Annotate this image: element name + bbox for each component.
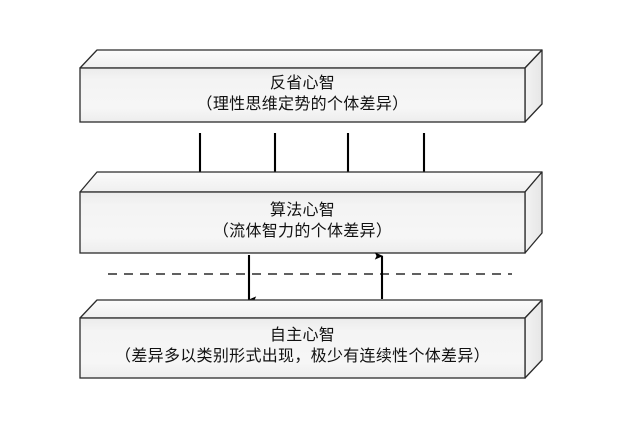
box-top-face	[79, 49, 543, 69]
label-autonomous-mind: 自主心智 （差异多以类别形式出现，极少有连续性个体差异）	[80, 324, 525, 366]
connector-group-algorithmic-to-autonomous	[247, 252, 384, 304]
box-algorithmic-mind	[79, 171, 543, 254]
box-reflective-mind	[79, 49, 543, 123]
box-top-face	[79, 171, 543, 193]
box-autonomous-mind	[79, 299, 543, 379]
autonomous-mind-subtitle: （差异多以类别形式出现，极少有连续性个体差异）	[115, 346, 490, 366]
box-front-face	[79, 191, 526, 254]
reflective-mind-title: 反省心智	[269, 73, 336, 92]
box-front-face	[79, 67, 526, 123]
box-front-face	[79, 317, 526, 379]
box-top-face	[79, 299, 543, 319]
reflective-mind-subtitle: （理性思维定势的个体差异）	[196, 94, 409, 114]
algorithmic-mind-subtitle: （流体智力的个体差异）	[212, 221, 393, 241]
label-reflective-mind: 反省心智 （理性思维定势的个体差异）	[80, 72, 525, 114]
algorithmic-mind-title: 算法心智	[269, 200, 336, 219]
autonomous-mind-title: 自主心智	[269, 325, 336, 344]
label-algorithmic-mind: 算法心智 （流体智力的个体差异）	[80, 199, 525, 241]
